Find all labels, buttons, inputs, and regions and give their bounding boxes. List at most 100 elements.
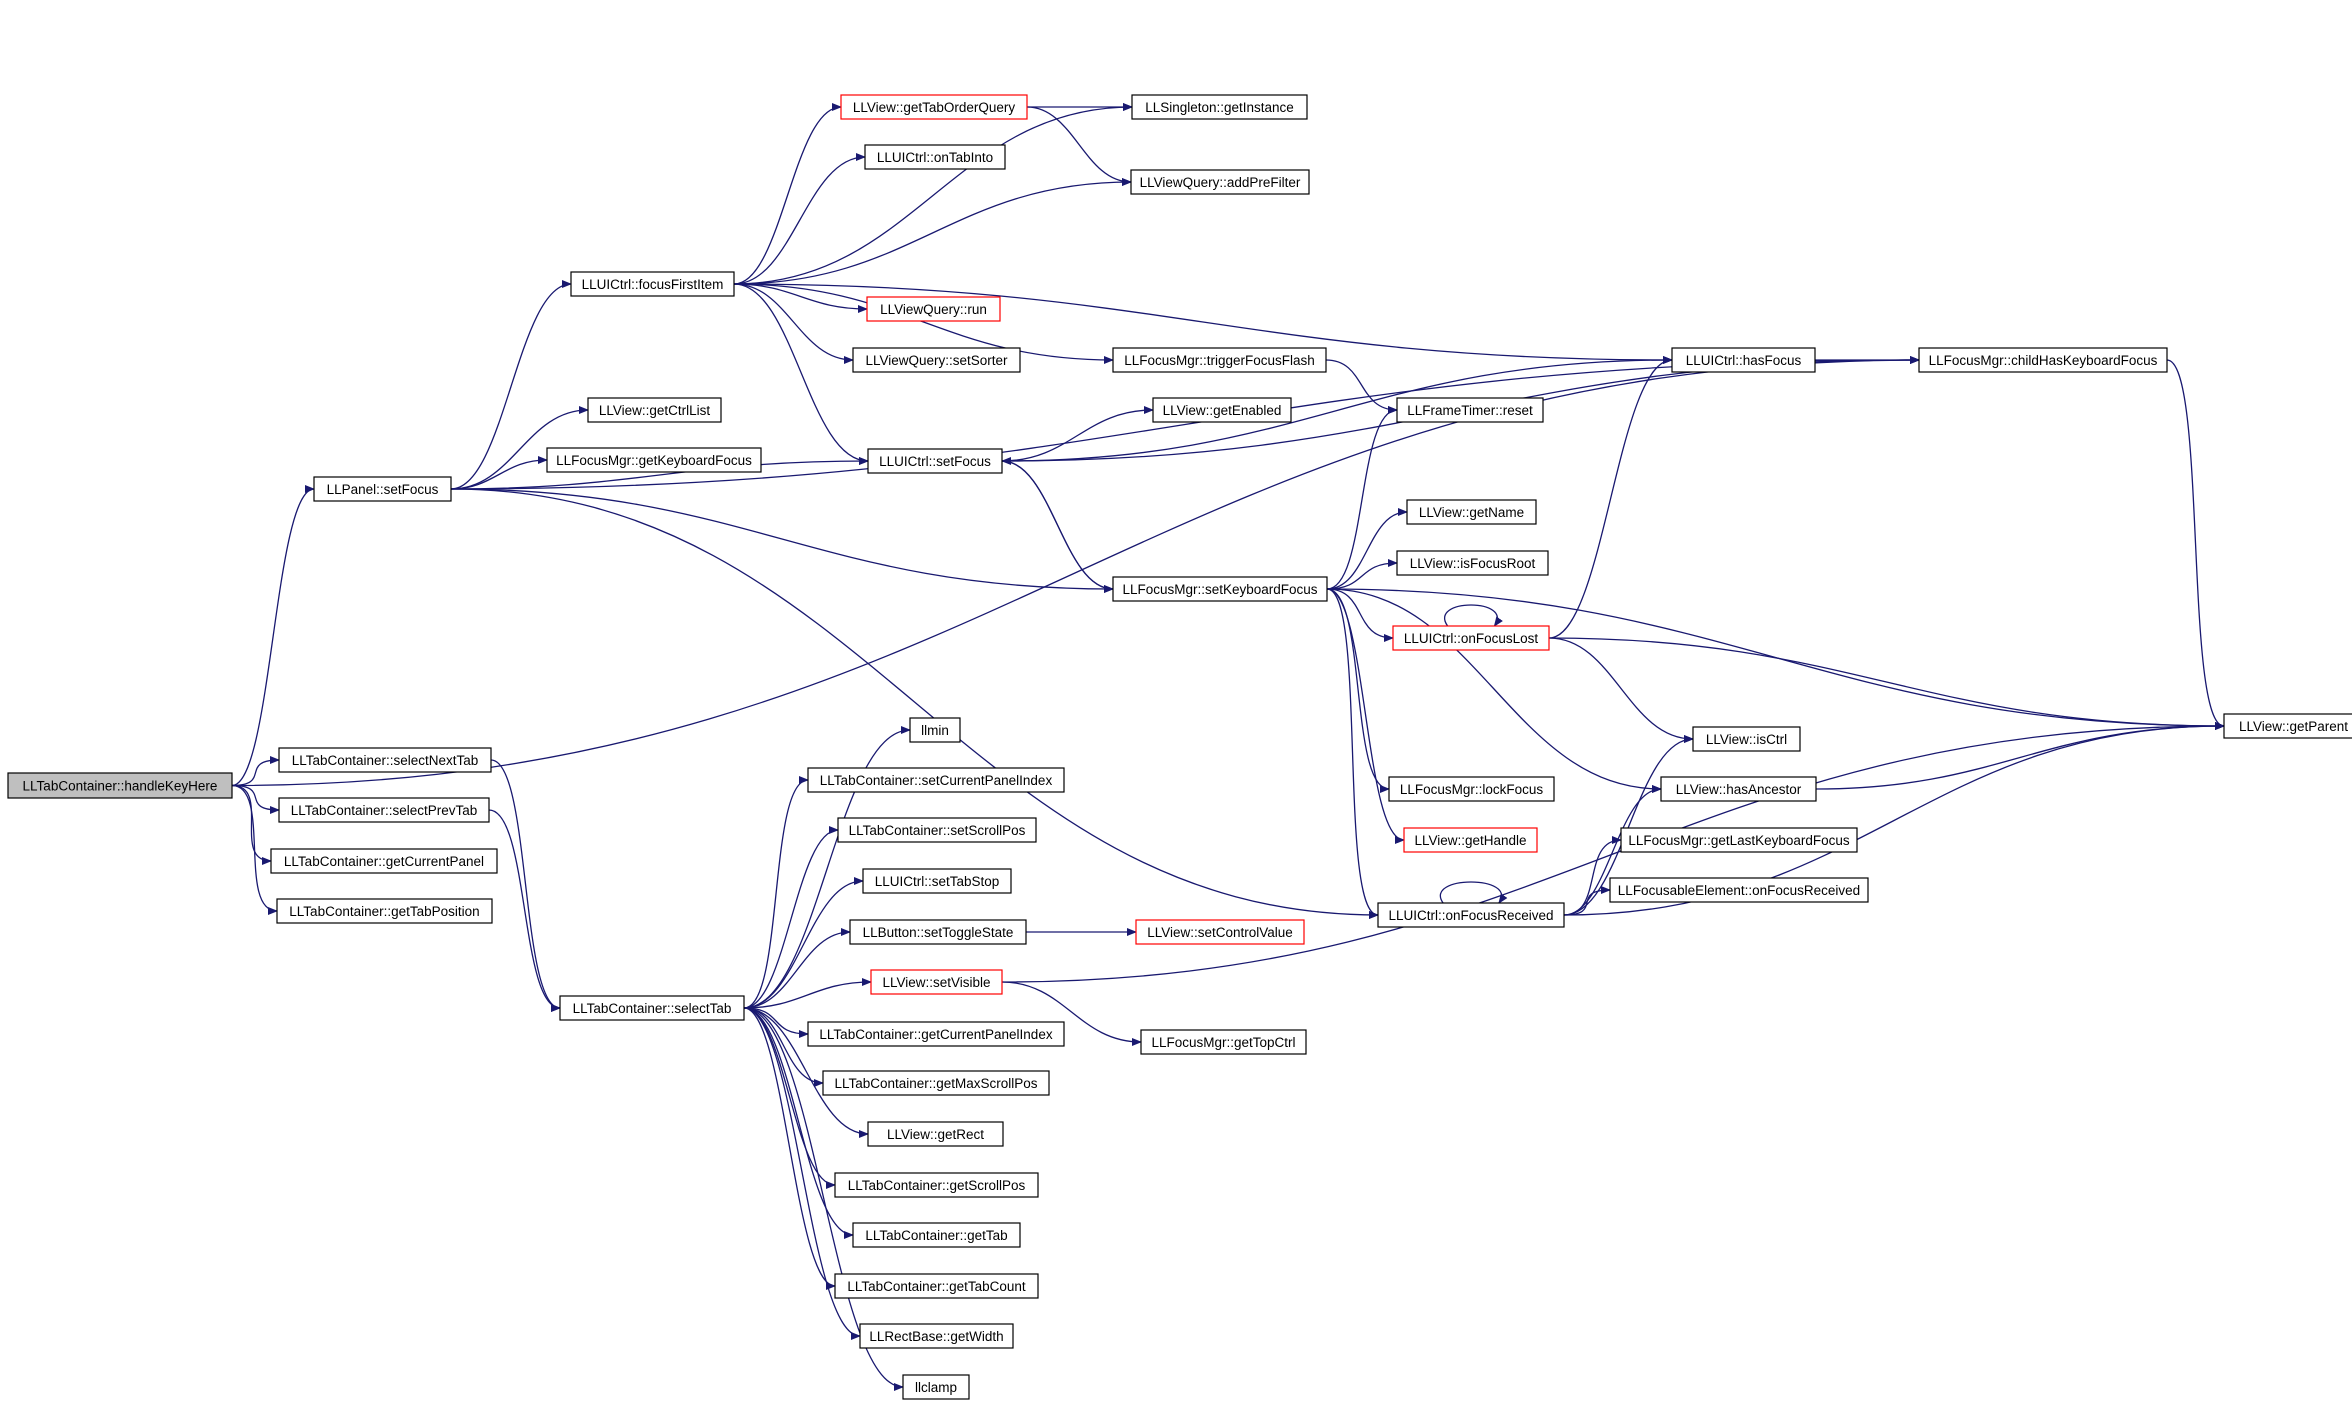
function-node-hasAncestor[interactable]: LLView::hasAncestor <box>1660 776 1817 802</box>
function-node-box[interactable] <box>546 447 762 473</box>
function-node-setSorter[interactable]: LLViewQuery::setSorter <box>852 347 1021 373</box>
function-node-box[interactable] <box>570 271 735 297</box>
function-node-selectTab[interactable]: LLTabContainer::selectTab <box>559 995 745 1021</box>
function-node-box[interactable] <box>822 1070 1050 1096</box>
function-node-box[interactable] <box>1406 499 1537 525</box>
function-node-lockFocus[interactable]: LLFocusMgr::lockFocus <box>1388 776 1555 802</box>
function-node-setTabStop[interactable]: LLUICtrl::setTabStop <box>862 868 1012 894</box>
function-node-llclamp[interactable]: llclamp <box>902 1374 970 1400</box>
function-node-getMaxScrollPos[interactable]: LLTabContainer::getMaxScrollPos <box>822 1070 1050 1096</box>
function-node-box[interactable] <box>1671 347 1816 373</box>
function-node-setVisible[interactable]: LLView::setVisible <box>870 969 1003 995</box>
function-node-box[interactable] <box>1112 347 1327 373</box>
function-node-box[interactable] <box>1112 576 1328 602</box>
function-node-onTabInto[interactable]: LLUICtrl::onTabInto <box>864 144 1006 170</box>
function-node-isFocusRoot[interactable]: LLView::isFocusRoot <box>1396 550 1549 576</box>
function-node-setToggleState[interactable]: LLButton::setToggleState <box>849 919 1027 945</box>
function-node-panelSetFocus[interactable]: LLPanel::setFocus <box>313 476 452 502</box>
function-node-box[interactable] <box>859 1323 1014 1349</box>
function-node-getScrollPos[interactable]: LLTabContainer::getScrollPos <box>834 1172 1039 1198</box>
function-node-childHasKeyboardFocus[interactable]: LLFocusMgr::childHasKeyboardFocus <box>1918 347 2168 373</box>
function-node-getTab[interactable]: LLTabContainer::getTab <box>852 1222 1021 1248</box>
function-node-box[interactable] <box>867 448 1003 474</box>
function-node-box[interactable] <box>1692 726 1801 752</box>
function-node-getParent[interactable]: LLView::getParent <box>2223 713 2352 739</box>
function-node-getCurrentPanel[interactable]: LLTabContainer::getCurrentPanel <box>270 848 498 874</box>
function-node-box[interactable] <box>1403 827 1538 853</box>
function-node-box[interactable] <box>1131 94 1308 120</box>
function-node-run[interactable]: LLViewQuery::run <box>866 296 1001 322</box>
function-node-setCurrentPanelIndex[interactable]: LLTabContainer::setCurrentPanelIndex <box>807 767 1065 793</box>
function-node-box[interactable] <box>278 797 490 823</box>
function-node-getTabCount[interactable]: LLTabContainer::getTabCount <box>834 1273 1039 1299</box>
function-node-box[interactable] <box>840 94 1028 120</box>
function-node-getTopCtrl[interactable]: LLFocusMgr::getTopCtrl <box>1140 1029 1307 1055</box>
function-node-getRect[interactable]: LLView::getRect <box>867 1121 1004 1147</box>
function-node-box[interactable] <box>852 1222 1021 1248</box>
function-node-box[interactable] <box>2223 713 2352 739</box>
function-node-box[interactable] <box>1660 776 1817 802</box>
function-node-box[interactable] <box>866 296 1001 322</box>
function-node-getKeyboardFocus[interactable]: LLFocusMgr::getKeyboardFocus <box>546 447 762 473</box>
function-node-box[interactable] <box>909 717 961 743</box>
function-node-getCurrentPanelIndex[interactable]: LLTabContainer::getCurrentPanelIndex <box>807 1021 1065 1047</box>
function-node-setControlValue[interactable]: LLView::setControlValue <box>1135 919 1305 945</box>
function-node-box[interactable] <box>559 995 745 1021</box>
function-node-box[interactable] <box>870 969 1003 995</box>
function-node-box[interactable] <box>1377 902 1565 928</box>
function-node-box[interactable] <box>1152 397 1292 423</box>
function-node-hasFocus[interactable]: LLUICtrl::hasFocus <box>1671 347 1816 373</box>
function-node-triggerFocusFlash[interactable]: LLFocusMgr::triggerFocusFlash <box>1112 347 1327 373</box>
function-node-getHandle[interactable]: LLView::getHandle <box>1403 827 1538 853</box>
function-node-getWidth[interactable]: LLRectBase::getWidth <box>859 1323 1014 1349</box>
function-node-getName[interactable]: LLView::getName <box>1406 499 1537 525</box>
function-node-handleKeyHere[interactable]: LLTabContainer::handleKeyHere <box>7 772 233 799</box>
function-node-box[interactable] <box>862 868 1012 894</box>
function-node-box[interactable] <box>849 919 1027 945</box>
function-node-box[interactable] <box>278 747 492 773</box>
function-node-box[interactable] <box>837 817 1037 843</box>
function-node-setKeyboardFocus[interactable]: LLFocusMgr::setKeyboardFocus <box>1112 576 1328 602</box>
function-node-box[interactable] <box>834 1172 1039 1198</box>
function-node-box[interactable] <box>1135 919 1305 945</box>
function-node-box[interactable] <box>864 144 1006 170</box>
function-node-box[interactable] <box>1396 550 1549 576</box>
function-node-box[interactable] <box>1130 169 1310 195</box>
function-node-box[interactable] <box>313 476 452 502</box>
function-node-box[interactable] <box>7 772 233 799</box>
function-node-getTabOrderQuery[interactable]: LLView::getTabOrderQuery <box>840 94 1028 120</box>
function-node-box[interactable] <box>807 1021 1065 1047</box>
function-node-uiSetFocus[interactable]: LLUICtrl::setFocus <box>867 448 1003 474</box>
function-node-getLastKeyboardFocus[interactable]: LLFocusMgr::getLastKeyboardFocus <box>1620 827 1858 853</box>
function-node-reset[interactable]: LLFrameTimer::reset <box>1396 397 1544 423</box>
function-node-box[interactable] <box>270 848 498 874</box>
function-node-box[interactable] <box>834 1273 1039 1299</box>
function-node-box[interactable] <box>1388 776 1555 802</box>
function-node-box[interactable] <box>1392 625 1550 651</box>
function-node-setScrollPos[interactable]: LLTabContainer::setScrollPos <box>837 817 1037 843</box>
function-node-llmin[interactable]: llmin <box>909 717 961 743</box>
function-node-box[interactable] <box>807 767 1065 793</box>
function-node-box[interactable] <box>1396 397 1544 423</box>
function-node-getEnabled[interactable]: LLView::getEnabled <box>1152 397 1292 423</box>
function-node-box[interactable] <box>1620 827 1858 853</box>
function-node-box[interactable] <box>587 397 722 423</box>
function-node-box[interactable] <box>276 898 493 924</box>
function-node-focusFirstItem[interactable]: LLUICtrl::focusFirstItem <box>570 271 735 297</box>
function-node-box[interactable] <box>852 347 1021 373</box>
function-node-box[interactable] <box>1609 877 1869 903</box>
function-node-onFocusReceived[interactable]: LLUICtrl::onFocusReceived <box>1377 902 1565 928</box>
function-node-box[interactable] <box>1140 1029 1307 1055</box>
function-node-box[interactable] <box>1918 347 2168 373</box>
function-node-box[interactable] <box>867 1121 1004 1147</box>
function-node-getInstance[interactable]: LLSingleton::getInstance <box>1131 94 1308 120</box>
function-node-getCtrlList[interactable]: LLView::getCtrlList <box>587 397 722 423</box>
function-node-onFocusLost[interactable]: LLUICtrl::onFocusLost <box>1392 625 1550 651</box>
function-node-isCtrl[interactable]: LLView::isCtrl <box>1692 726 1801 752</box>
function-node-onFocusReceivedElem[interactable]: LLFocusableElement::onFocusReceived <box>1609 877 1869 903</box>
function-node-selectPrevTab[interactable]: LLTabContainer::selectPrevTab <box>278 797 490 823</box>
function-node-selectNextTab[interactable]: LLTabContainer::selectNextTab <box>278 747 492 773</box>
function-node-box[interactable] <box>902 1374 970 1400</box>
function-node-addPreFilter[interactable]: LLViewQuery::addPreFilter <box>1130 169 1310 195</box>
function-node-getTabPosition[interactable]: LLTabContainer::getTabPosition <box>276 898 493 924</box>
